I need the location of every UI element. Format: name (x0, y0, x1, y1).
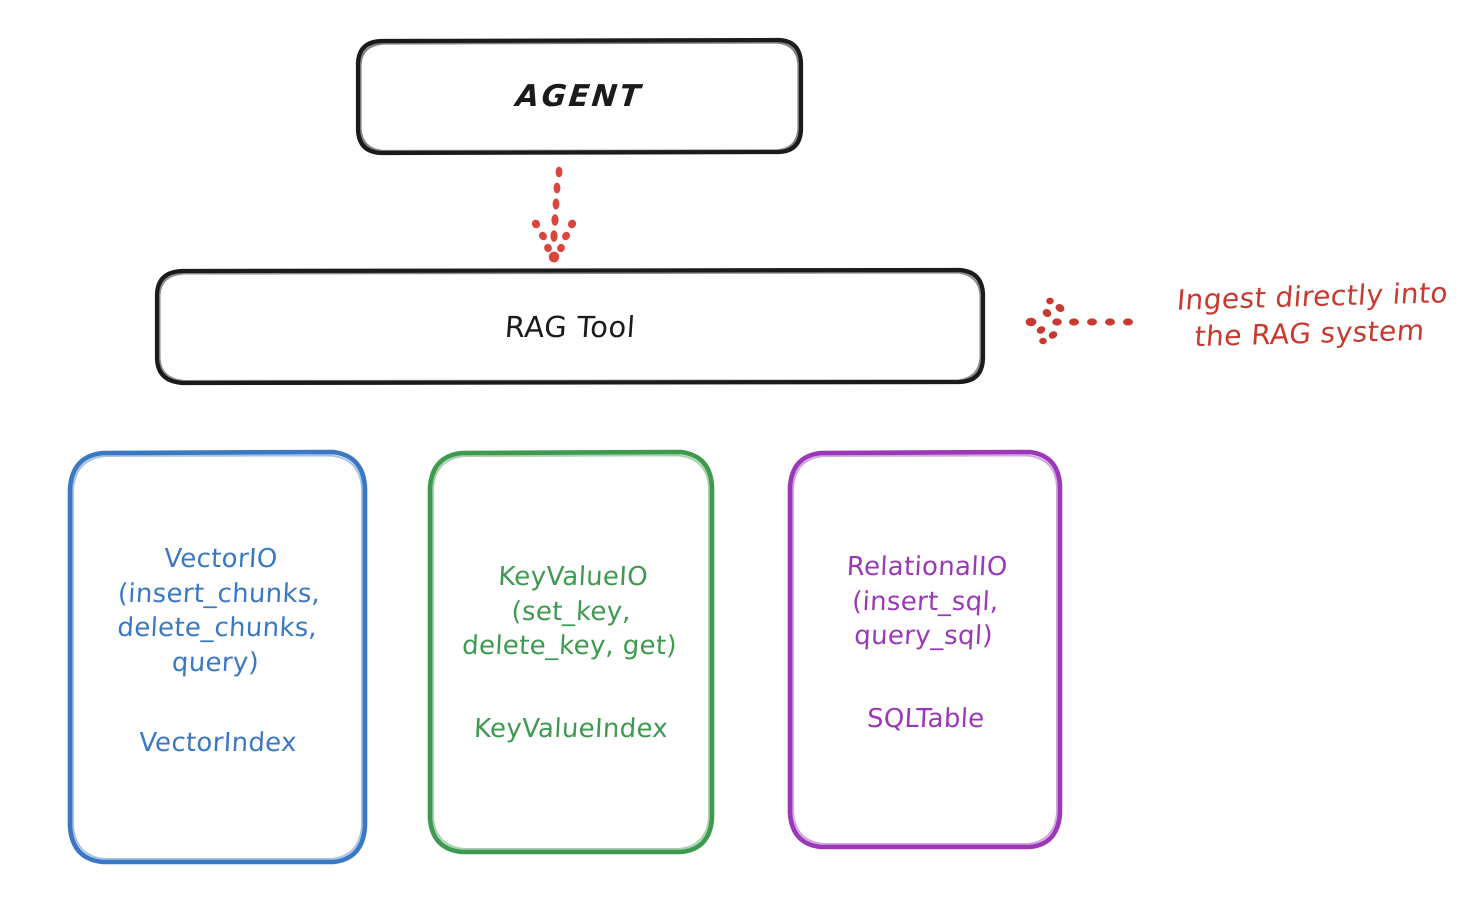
vector-io-box-outline (67, 449, 368, 865)
relational-io-api-label: RelationalIO (insert_sql, query_sql) (846, 552, 1009, 652)
rag-tool-node[interactable]: RAG Tool (157, 270, 983, 383)
key-value-io-node[interactable]: KeyValueIO (set_key, delete_key, get) Ke… (430, 452, 713, 853)
key-value-io-api-label: KeyValueIO (set_key, delete_key, get) (461, 562, 678, 662)
agent-node[interactable]: AGENT (358, 40, 801, 153)
vector-io-node[interactable]: VectorIO (insert_chunks, delete_chunks, … (70, 452, 366, 863)
relational-io-box-outline (787, 449, 1063, 850)
vector-io-api-label: VectorIO (insert_chunks, delete_chunks, … (116, 544, 321, 678)
key-value-io-box-outline (427, 449, 715, 855)
rag-tool-box-outline (154, 267, 986, 386)
ingest-annotation-text: Ingest directly into the RAG system (1175, 276, 1450, 354)
agent-to-rag-dotted-arrow (531, 166, 577, 263)
agent-box-outline (355, 37, 804, 156)
rag-tool-label: RAG Tool (503, 309, 637, 344)
key-value-index-label: KeyValueIndex (473, 713, 670, 744)
vector-index-label: VectorIndex (138, 728, 298, 759)
sql-table-label: SQLTable (865, 703, 986, 734)
ingest-dotted-arrow (1025, 297, 1133, 345)
relational-io-node[interactable]: RelationalIO (insert_sql, query_sql) SQL… (790, 452, 1061, 848)
agent-label: AGENT (514, 79, 645, 114)
